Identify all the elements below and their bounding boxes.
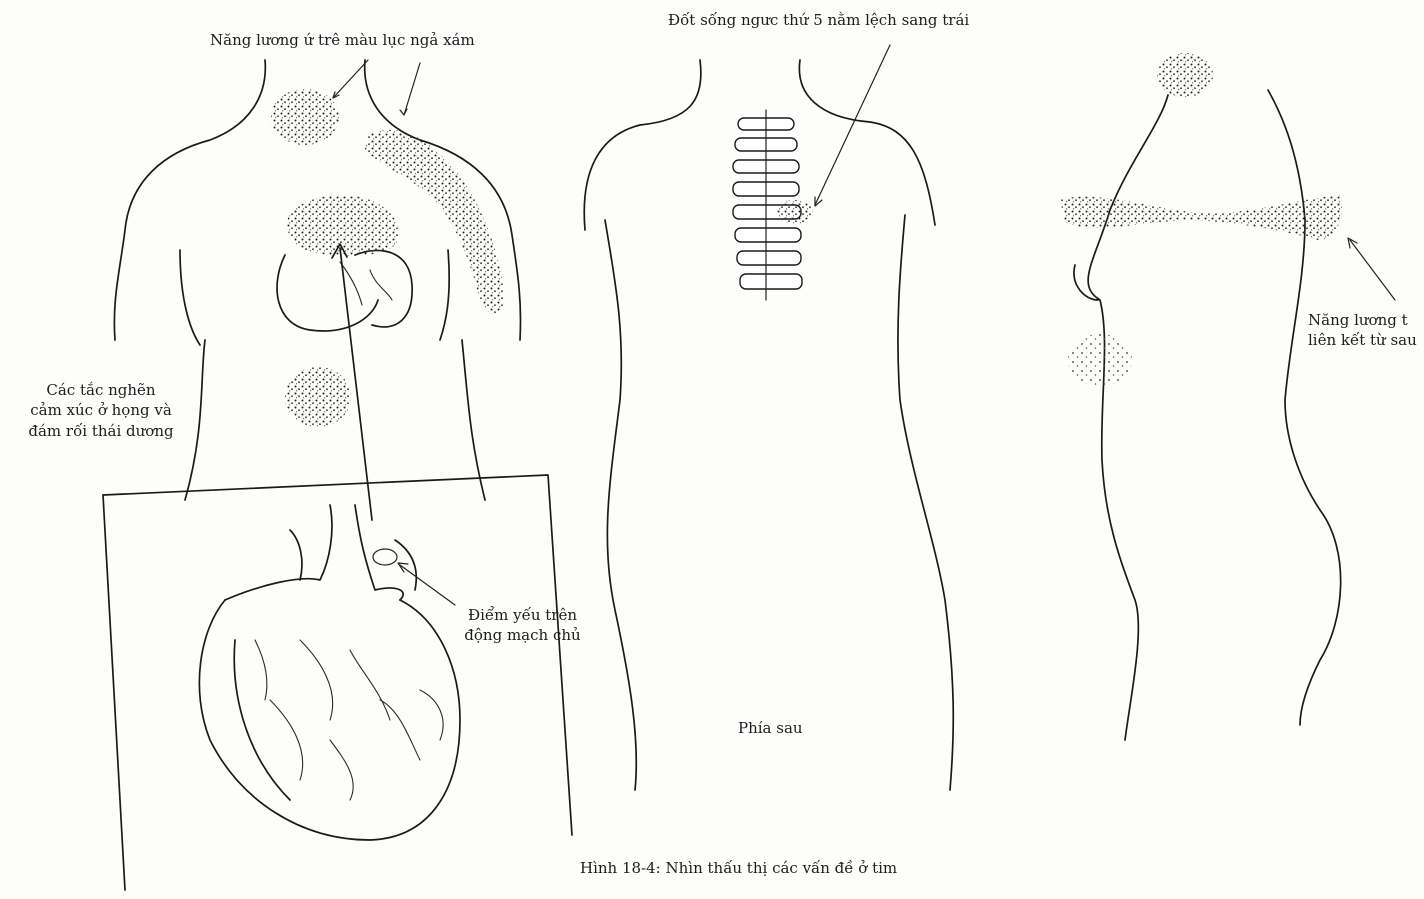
label-energy-side-line2: liên kết từ sau: [1308, 330, 1417, 350]
figure-caption: Hình 18-4: Nhìn thấu thị các vấn đề ở ti…: [580, 858, 897, 878]
side-body-figure: [1060, 53, 1342, 740]
label-blockage-line3: đám rối thái dương: [10, 421, 192, 441]
label-blockage-line1: Các tắc nghẽn: [10, 380, 192, 400]
arrow-energy-throat: [333, 60, 368, 98]
heart-drawing: [199, 505, 460, 840]
label-aorta-line2: động mạch chủ: [440, 625, 605, 645]
label-aorta-line1: Điểm yếu trên: [440, 605, 605, 625]
label-vertebra: Đốt sống ngưc thứ 5 nằm lệch sang trái: [668, 10, 969, 30]
label-energy-side: Năng lương t liên kết từ sau: [1308, 310, 1417, 351]
label-blockage-line2: cảm xúc ở họng và: [10, 400, 192, 420]
label-blockage: Các tắc nghẽn cảm xúc ở họng và đám rối …: [10, 380, 192, 441]
arrow-vertebra: [815, 45, 890, 205]
inset-frame: [103, 475, 572, 835]
label-energy-side-line1: Năng lương t: [1308, 310, 1417, 330]
label-aorta: Điểm yếu trên động mạch chủ: [440, 605, 605, 646]
back-body-figure: [584, 60, 953, 790]
label-energy-top: Năng lương ứ trê màu lục ngả xám: [210, 30, 475, 50]
label-back: Phía sau: [738, 718, 803, 738]
